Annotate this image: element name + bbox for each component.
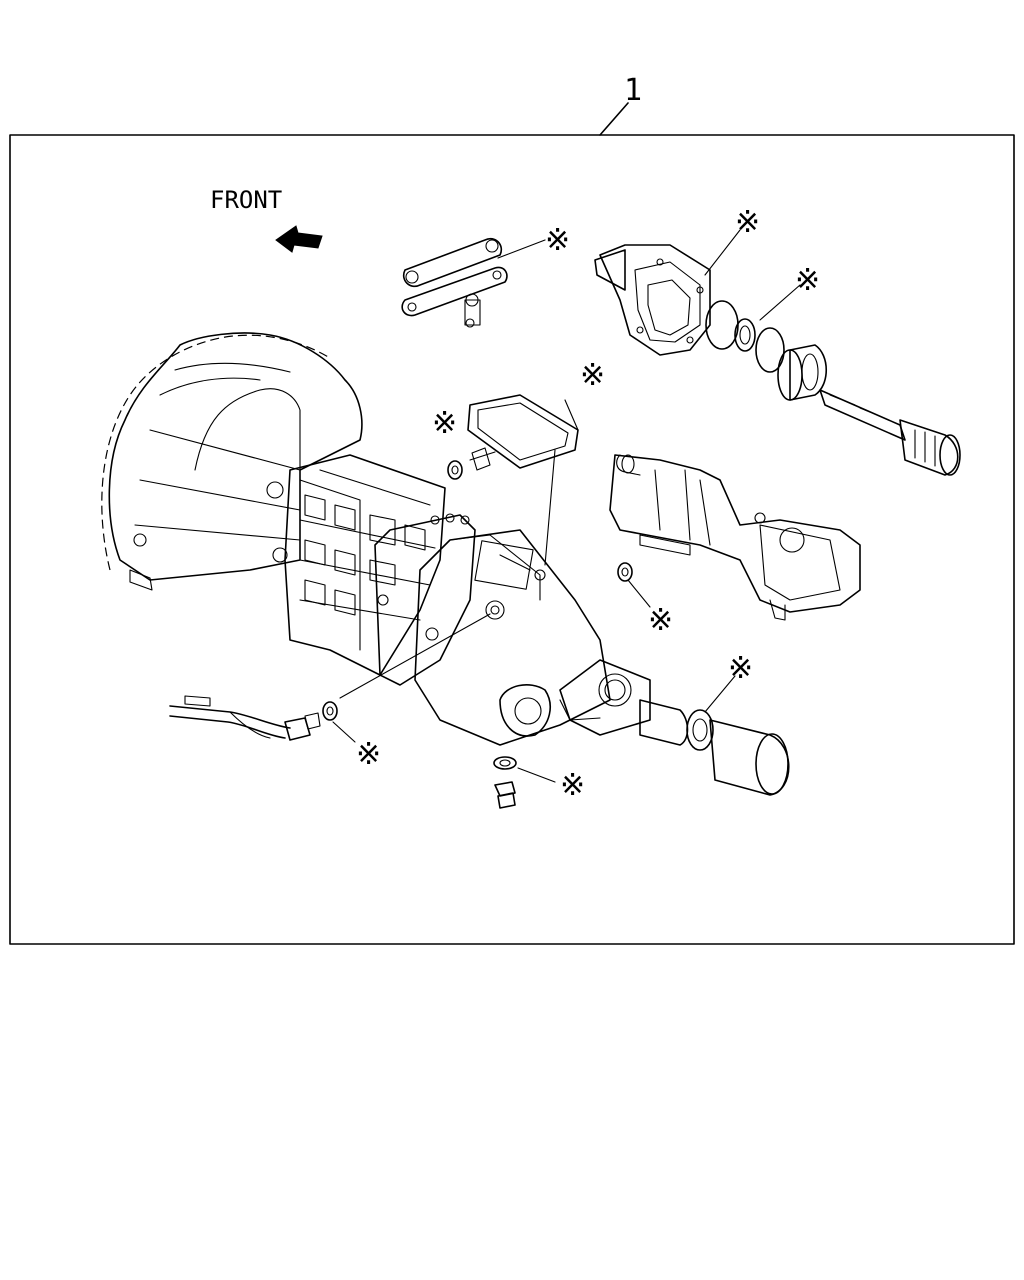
front-arrow-icon [275,225,323,253]
bearing-and-rings [705,284,827,401]
asterisk-shift-washer: ※ [648,603,673,638]
transmission-case [284,454,476,686]
front-label: FRONT [210,186,282,214]
shift-control-housing [609,454,861,621]
callout-leader [599,102,629,136]
asterisk-adapter: ※ [735,205,760,240]
clutch-housing [101,332,363,591]
asterisk-drain-washer: ※ [560,768,585,803]
drain-plug-bottom [493,756,556,809]
extension-housing [414,529,651,746]
diagram-frame [9,134,1015,945]
drain-plug-top [447,447,496,480]
asterisk-bearing: ※ [795,263,820,298]
output-shaft [819,389,961,476]
callout-number: 1 [624,73,642,108]
washer-sensor [322,701,338,721]
asterisk-sensor-washer: ※ [356,737,381,772]
asterisk-gasket: ※ [580,358,605,393]
shift-lever-bracket [401,237,546,328]
rear-adapter-housing [594,229,741,356]
washer-shift-housing [617,562,633,582]
rear-bearing-sleeve [639,675,790,796]
speed-sensor-cable [169,613,491,743]
asterisk-top-washer: ※ [432,406,457,441]
asterisk-bracket: ※ [545,223,570,258]
cover-gasket [467,394,579,566]
asterisk-rear-bearing: ※ [728,651,753,686]
